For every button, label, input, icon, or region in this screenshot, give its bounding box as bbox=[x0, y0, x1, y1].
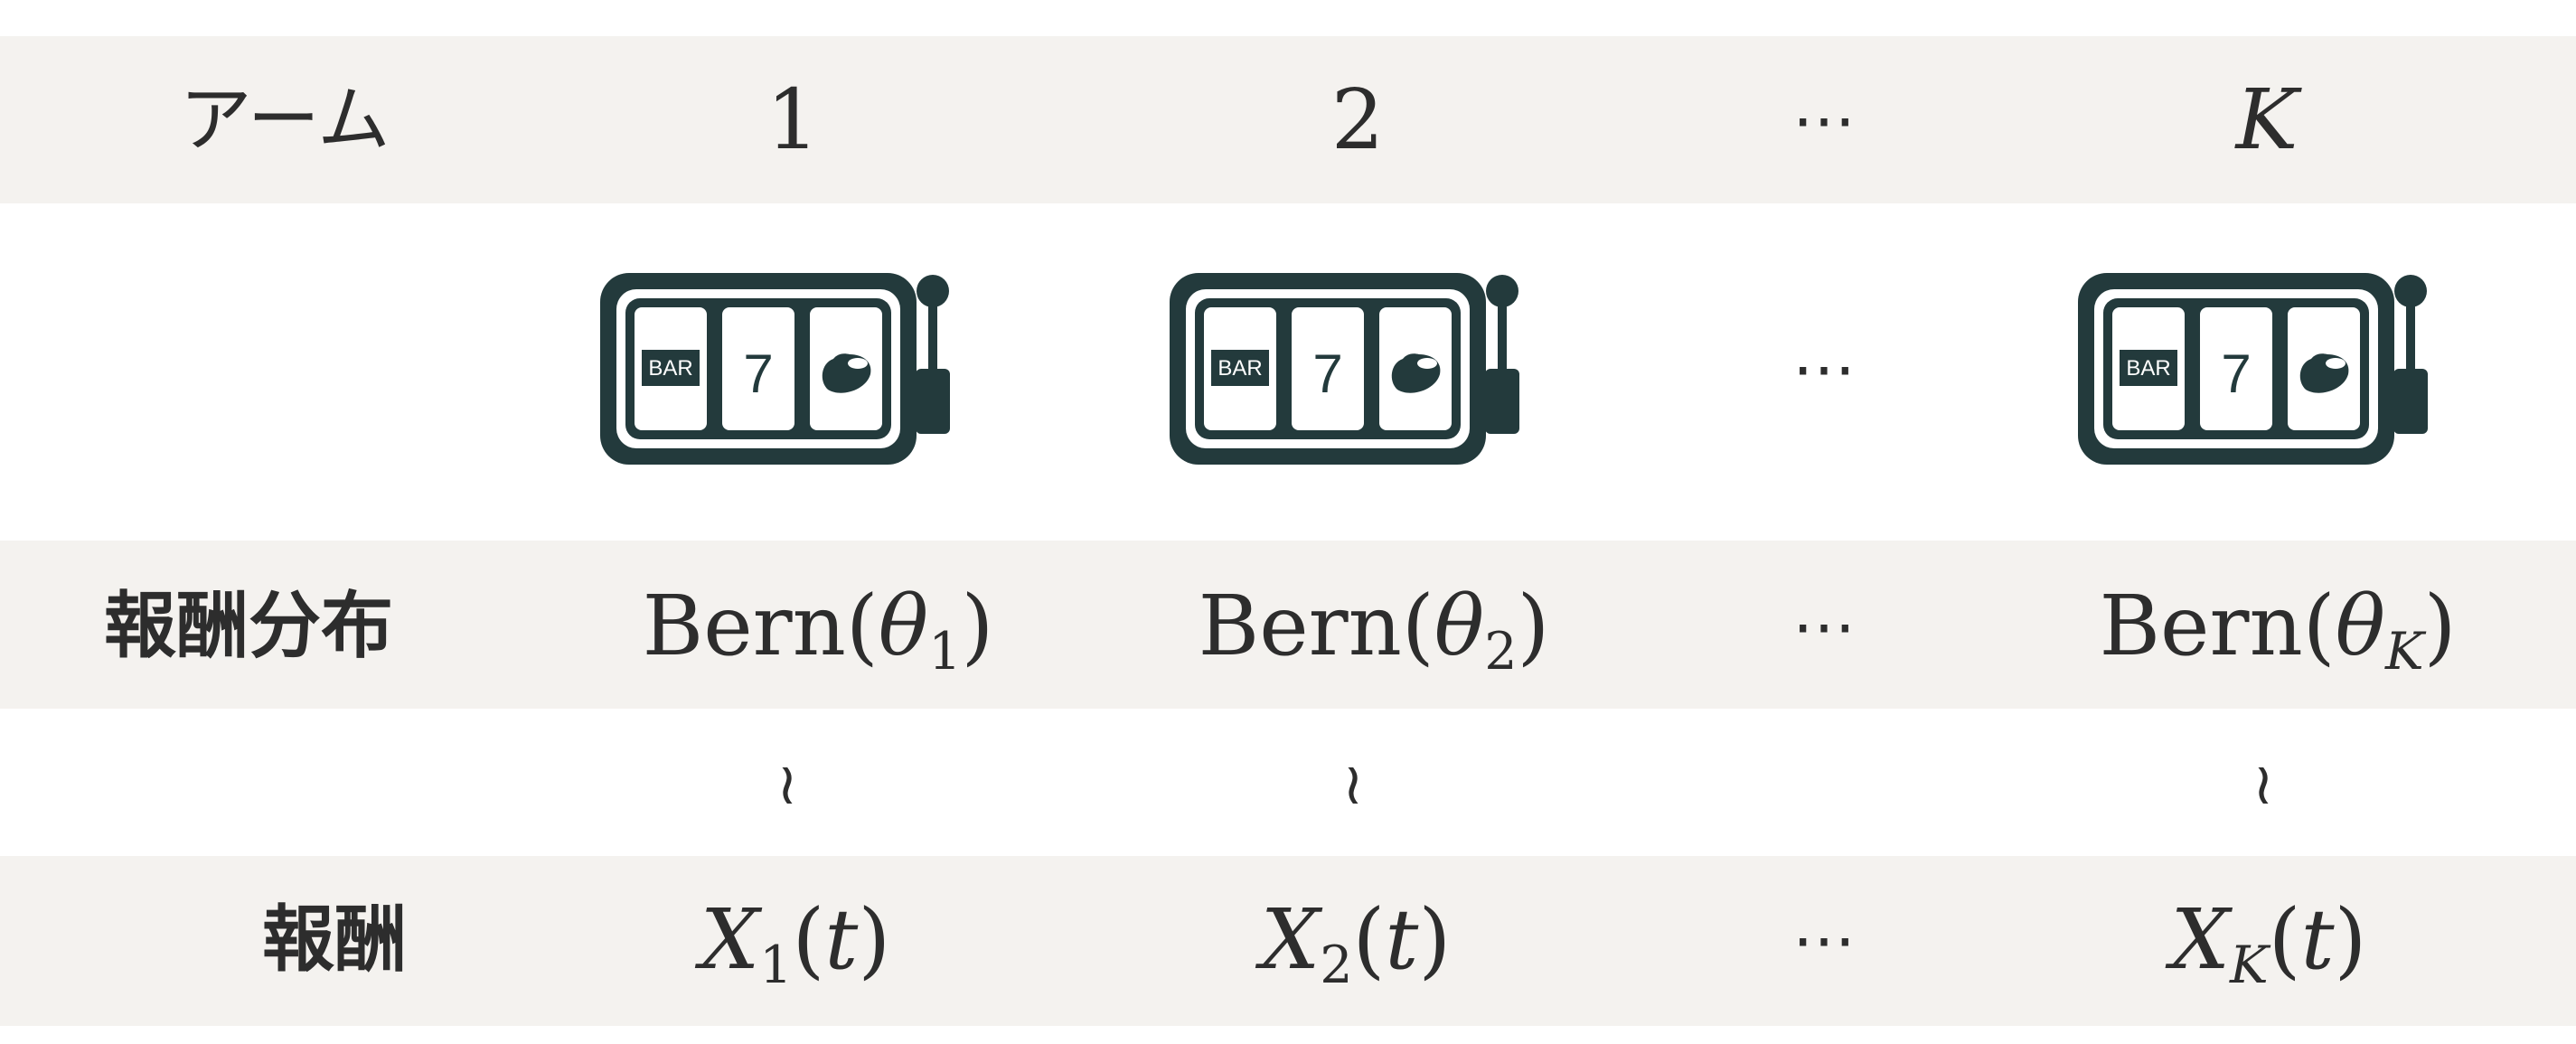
header-row-band bbox=[0, 36, 2576, 203]
reward-arm-2: X2(t) bbox=[1260, 891, 1452, 995]
slot-machine-icon-K: BAR 7 bbox=[2078, 273, 2428, 465]
reward-variable: X bbox=[2170, 891, 2231, 988]
reward-subscript: 2 bbox=[1320, 935, 1353, 995]
distribution-row-label: 報酬分布 bbox=[104, 584, 393, 668]
seven-label: 7 bbox=[2221, 343, 2251, 404]
reward-arm-K: XK(t) bbox=[2170, 891, 2367, 995]
param-subscript: 2 bbox=[1484, 621, 1518, 682]
slot-machine-icon-2: BAR 7 bbox=[1170, 273, 1519, 465]
bar-label: BAR bbox=[2126, 356, 2170, 381]
time-variable: t bbox=[824, 891, 859, 988]
sampling-tilde-K: ≀ bbox=[2252, 751, 2274, 818]
sampling-tilde-2: ≀ bbox=[1342, 751, 1364, 818]
arm-ellipsis: ⋯ bbox=[1792, 83, 1856, 157]
slot-ellipsis: ⋯ bbox=[1792, 332, 1856, 406]
distribution-row-band bbox=[0, 541, 2576, 709]
reward-row-band bbox=[0, 856, 2576, 1026]
reward-variable: X bbox=[1260, 891, 1321, 988]
time-variable: t bbox=[2300, 891, 2335, 988]
reward-subscript: K bbox=[2230, 935, 2269, 995]
reward-row-label: 報酬 bbox=[262, 898, 407, 982]
arm-index-2: 2 bbox=[1330, 71, 1385, 168]
arm-index-1: 1 bbox=[766, 71, 820, 168]
slot-machine-icon-1: BAR 7 bbox=[600, 273, 950, 465]
distribution-ellipsis: ⋯ bbox=[1792, 589, 1856, 663]
reward-variable: X bbox=[700, 891, 760, 988]
arm-index-K: K bbox=[2235, 71, 2299, 168]
arm-row-label: アーム bbox=[179, 78, 390, 162]
param-symbol: θ bbox=[878, 578, 929, 674]
dist-name: Bern bbox=[1198, 578, 1402, 674]
param-symbol: θ bbox=[2335, 578, 2386, 674]
distribution-arm-1: Bern(θ1) bbox=[642, 578, 994, 682]
reward-subscript: 1 bbox=[759, 935, 793, 995]
dist-name: Bern bbox=[642, 578, 846, 674]
seven-label: 7 bbox=[743, 343, 773, 404]
param-symbol: θ bbox=[1434, 578, 1485, 674]
param-subscript: 1 bbox=[928, 621, 962, 682]
distribution-arm-K: Bern(θK) bbox=[2099, 578, 2457, 682]
bar-label: BAR bbox=[648, 356, 692, 381]
dist-name: Bern bbox=[2099, 578, 2303, 674]
distribution-arm-2: Bern(θ2) bbox=[1198, 578, 1550, 682]
param-subscript: K bbox=[2385, 621, 2424, 682]
bar-label: BAR bbox=[1217, 356, 1262, 381]
sampling-tilde-1: ≀ bbox=[776, 751, 798, 818]
seven-label: 7 bbox=[1312, 343, 1342, 404]
reward-ellipsis: ⋯ bbox=[1792, 903, 1856, 977]
time-variable: t bbox=[1385, 891, 1419, 988]
reward-arm-1: X1(t) bbox=[700, 891, 891, 995]
